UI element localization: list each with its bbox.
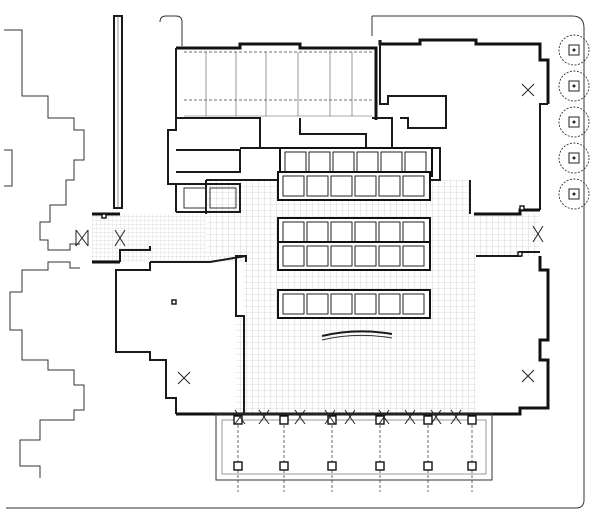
portico-column: [279, 461, 289, 471]
tree-trunk: [572, 120, 576, 124]
door-sw: [177, 371, 191, 385]
cubicle: [306, 293, 329, 315]
tree-trunk: [572, 156, 576, 160]
tree-canopy: [558, 142, 590, 174]
street-trees: [558, 34, 590, 210]
cubicle: [282, 245, 305, 267]
portico-column: [423, 461, 433, 471]
portico-column: [467, 415, 477, 425]
cubicle-row: [277, 289, 431, 319]
cubicle: [402, 175, 425, 197]
cubicle: [282, 175, 305, 197]
door-west-entrance: [75, 229, 89, 247]
south-door: [258, 409, 270, 425]
cubicle: [378, 245, 401, 267]
south-door: [404, 409, 416, 425]
north-colonnade: [184, 51, 372, 117]
portico-column: [233, 461, 243, 471]
cubicle-row: [277, 171, 431, 201]
cubicle-row: [277, 241, 431, 271]
adjacent-building-outline: [4, 29, 85, 478]
tree-canopy: [558, 106, 590, 138]
cubicle: [354, 245, 377, 267]
south-door: [430, 409, 442, 425]
south-door: [324, 409, 336, 425]
west-lobby: [183, 187, 237, 209]
cubicle: [282, 293, 305, 315]
portico-column: [375, 461, 385, 471]
teller-cubicles: [277, 147, 433, 319]
portico-column: [375, 415, 385, 425]
door-passage: [114, 229, 126, 247]
cubicle: [330, 245, 353, 267]
south-door: [234, 409, 246, 425]
cubicle: [354, 175, 377, 197]
tree-canopy: [558, 34, 590, 66]
portico-columns: [233, 415, 477, 471]
south-door: [344, 409, 356, 425]
site-boundary: [6, 15, 585, 509]
cubicle: [306, 175, 329, 197]
cubicle: [378, 293, 401, 315]
portico-column: [467, 461, 477, 471]
south-door: [450, 409, 462, 425]
service-corridor: [113, 15, 123, 209]
south-door: [378, 409, 390, 425]
portico-column: [279, 415, 289, 425]
cubicle: [378, 175, 401, 197]
tree-trunk: [572, 84, 576, 88]
south-door: [294, 409, 306, 425]
curved-counter: [321, 330, 393, 341]
cubicle: [330, 293, 353, 315]
tree-canopy: [558, 178, 590, 210]
cubicle: [354, 293, 377, 315]
cubicle: [330, 175, 353, 197]
door-se: [521, 369, 535, 383]
south-portico: [215, 413, 493, 492]
door-ne: [521, 83, 535, 97]
pier-markers: [101, 205, 525, 305]
tree-trunk: [572, 192, 576, 196]
portico-column: [423, 415, 433, 425]
cubicle: [402, 245, 425, 267]
tree-trunk: [572, 48, 576, 52]
cubicle: [402, 293, 425, 315]
south-doors: [234, 409, 462, 425]
portico-column: [327, 461, 337, 471]
tree-canopy: [558, 70, 590, 102]
cubicle: [306, 245, 329, 267]
door-east-entrance: [532, 225, 544, 243]
